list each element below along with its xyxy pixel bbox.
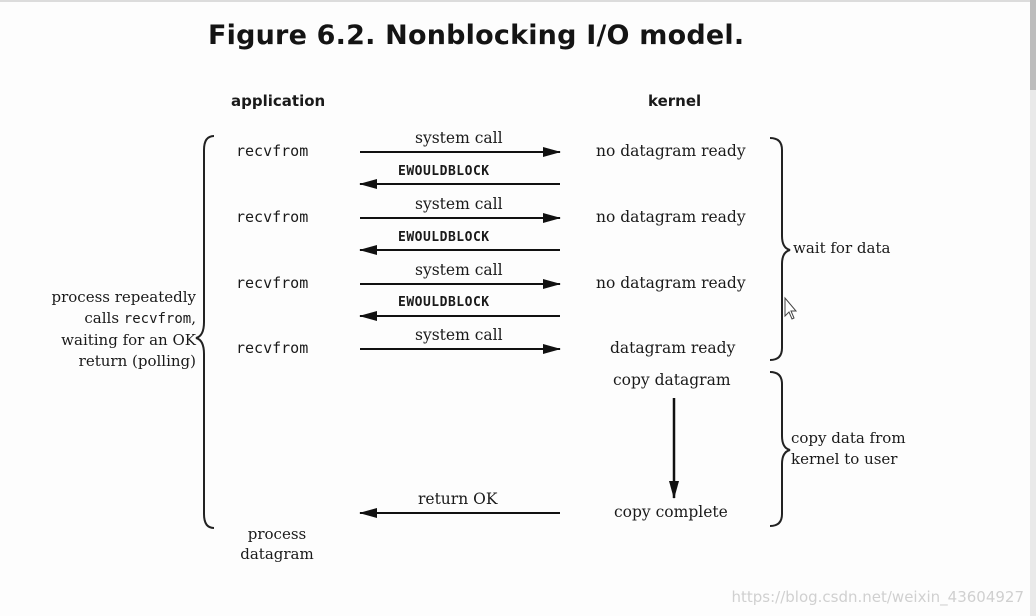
system-call-label-2: system call	[415, 195, 503, 213]
copy-complete-label: copy complete	[614, 503, 728, 521]
copy-data-note-line-2: kernel to user	[791, 450, 898, 468]
wait-for-data-brace	[769, 137, 791, 361]
copy-datagram-label: copy datagram	[613, 371, 731, 389]
scrollbar[interactable]	[1030, 0, 1036, 616]
polling-note-line-4: return (polling)	[78, 352, 196, 370]
ewouldblock-label-3: EWOULDBLOCK	[398, 295, 490, 310]
mouse-cursor-icon	[784, 296, 798, 320]
return-ok-label: return OK	[418, 490, 498, 508]
figure-title: Figure 6.2. Nonblocking I/O model.	[208, 20, 745, 51]
polling-note-line-1: process repeatedly	[51, 288, 197, 306]
polling-note-line-2: calls recvfrom,	[84, 309, 196, 327]
window-top-edge	[0, 0, 1036, 2]
kernel-state-2: no datagram ready	[596, 208, 746, 226]
copy-data-note: copy data from kernel to user	[791, 428, 906, 470]
recvfrom-call-1: recvfrom	[236, 142, 309, 160]
system-call-label-1: system call	[415, 129, 503, 147]
left-brace	[195, 135, 215, 529]
application-column-header: application	[231, 92, 326, 110]
process-line-2: datagram	[240, 545, 314, 563]
kernel-state-1: no datagram ready	[596, 142, 746, 160]
wait-for-data-note: wait for data	[793, 239, 891, 257]
ewouldblock-label-1: EWOULDBLOCK	[398, 164, 490, 179]
system-call-label-3: system call	[415, 261, 503, 279]
polling-note-line-3: waiting for an OK	[61, 331, 196, 349]
kernel-state-3: no datagram ready	[596, 274, 746, 292]
recvfrom-call-3: recvfrom	[236, 274, 309, 292]
kernel-state-4: datagram ready	[610, 339, 736, 357]
recvfrom-call-4: recvfrom	[236, 339, 309, 357]
recvfrom-call-2: recvfrom	[236, 208, 309, 226]
copy-data-brace	[769, 371, 791, 527]
kernel-column-header: kernel	[648, 92, 702, 110]
watermark: https://blog.csdn.net/weixin_43604927	[731, 588, 1024, 606]
copy-data-note-line-1: copy data from	[791, 429, 906, 447]
scrollbar-thumb[interactable]	[1030, 0, 1036, 90]
polling-note: process repeatedly calls recvfrom, waiti…	[20, 287, 197, 372]
system-call-label-4: system call	[415, 326, 503, 344]
process-line-1: process	[247, 525, 307, 543]
process-datagram-label: process datagram	[222, 524, 332, 564]
ewouldblock-label-2: EWOULDBLOCK	[398, 230, 490, 245]
